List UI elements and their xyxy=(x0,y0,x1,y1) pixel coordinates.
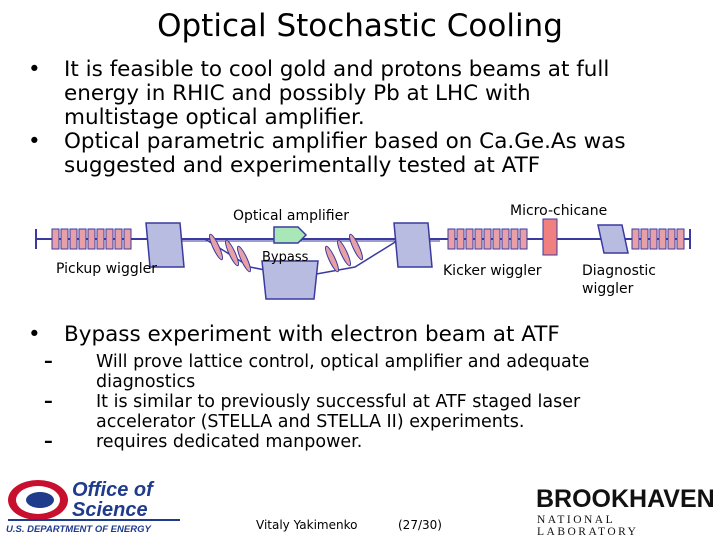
bypass-dipole-block xyxy=(261,260,319,300)
bypass-lens xyxy=(236,245,252,273)
bypass-lens xyxy=(208,233,224,261)
sub-bullet-line: It is similar to previously successful a… xyxy=(96,392,581,412)
bnl-logo-line1: BROOKHAVEN xyxy=(536,485,715,513)
dash-marker: – xyxy=(44,392,53,412)
kicker-wiggler-pole xyxy=(474,228,483,250)
diagnostic-wiggler-pole xyxy=(631,228,640,250)
pickup-wiggler-pole xyxy=(69,228,78,250)
dash-marker: – xyxy=(44,432,53,452)
sub-bullet-line: Will prove lattice control, optical ampl… xyxy=(96,352,590,372)
sub-bullet-list: – Will prove lattice control, optical am… xyxy=(44,352,684,452)
kicker-wiggler-pole xyxy=(447,228,456,250)
bullet-line: It is feasible to cool gold and protons … xyxy=(64,57,610,82)
sub-bullet-line: requires dedicated manpower. xyxy=(96,432,363,452)
micro-chicane-label: Micro-chicane xyxy=(510,203,608,219)
pickup-wiggler-pole xyxy=(78,228,87,250)
doe-logo-core xyxy=(26,492,54,508)
micro-chicane-magnet xyxy=(542,218,558,256)
optical-amplifier-block xyxy=(273,226,308,244)
footer-page-number: (27/30) xyxy=(398,518,442,532)
pickup-dipole-block xyxy=(145,222,185,268)
bottom-bullet: • Bypass experiment with electron beam a… xyxy=(28,322,708,348)
pickup-wiggler-pole xyxy=(114,228,123,250)
pickup-wiggler-pole xyxy=(87,228,96,250)
slide-title: Optical Stochastic Cooling xyxy=(157,8,563,44)
kicker-wiggler-label: Kicker wiggler xyxy=(443,263,542,279)
top-bullet-list: • It is feasible to cool gold and proton… xyxy=(28,58,708,178)
kicker-wiggler-pole xyxy=(483,228,492,250)
pickup-wiggler-pole xyxy=(123,228,132,250)
bullet-marker: • xyxy=(28,129,41,154)
kicker-wiggler-pole xyxy=(465,228,474,250)
kicker-wiggler-pole xyxy=(501,228,510,250)
kicker-dipole-block xyxy=(393,222,433,268)
doe-logo-text: Office of Science xyxy=(72,480,153,520)
bullet-line: Optical parametric amplifier based on Ca… xyxy=(64,129,626,154)
sub-bullet-line: accelerator (STELLA and STELLA II) exper… xyxy=(96,412,525,432)
doe-logo-line2: Science xyxy=(72,499,148,521)
diagnostic-dipole-block xyxy=(597,224,629,254)
bullet-line: Bypass experiment with electron beam at … xyxy=(64,322,560,347)
diagnostic-wiggler-pole xyxy=(676,228,685,250)
bullet-marker: • xyxy=(28,57,41,82)
kicker-wiggler-pole xyxy=(456,228,465,250)
bullet-marker: • xyxy=(28,322,41,347)
diagnostic-wiggler-label-line2: wiggler xyxy=(582,281,634,297)
beamline-diagram: Optical amplifier Micro-chicane Pickup w… xyxy=(0,195,720,323)
diagnostic-wiggler-pole xyxy=(649,228,658,250)
kicker-wiggler-pole xyxy=(492,228,501,250)
bypass-lens xyxy=(224,239,240,267)
bypass-lens xyxy=(336,239,352,267)
bullet-item: • Optical parametric amplifier based on … xyxy=(28,130,708,178)
pickup-wiggler-pole xyxy=(60,228,69,250)
doe-logo-subtitle: U.S. DEPARTMENT OF ENERGY xyxy=(6,524,151,535)
sub-bullet-item: – Will prove lattice control, optical am… xyxy=(44,352,684,392)
kicker-wiggler-pole xyxy=(519,228,528,250)
bnl-logo-line2: NATIONAL LABORATORY xyxy=(537,514,639,538)
wiggler-magnets xyxy=(51,228,685,273)
footer-author: Vitaly Yakimenko xyxy=(256,518,358,532)
sub-bullet-item: – It is similar to previously successful… xyxy=(44,392,684,432)
doe-office-of-science-logo xyxy=(8,480,180,521)
pickup-wiggler-pole xyxy=(51,228,60,250)
dash-marker: – xyxy=(44,352,53,372)
bypass-label: Bypass xyxy=(262,250,309,265)
bypass-lens xyxy=(324,245,340,273)
pickup-wiggler-label: Pickup wiggler xyxy=(56,261,157,277)
bullet-line: multistage optical amplifier. xyxy=(64,105,365,130)
sub-bullet-item: – requires dedicated manpower. xyxy=(44,432,684,452)
beamline-drawing xyxy=(35,218,691,300)
bypass-lens xyxy=(348,233,364,261)
bullet-line: energy in RHIC and possibly Pb at LHC wi… xyxy=(64,81,531,106)
bullet-line: suggested and experimentally tested at A… xyxy=(64,153,541,178)
diagnostic-wiggler-pole xyxy=(667,228,676,250)
pickup-wiggler-pole xyxy=(96,228,105,250)
diagnostic-wiggler-label-line1: Diagnostic xyxy=(582,263,656,279)
kicker-wiggler-pole xyxy=(510,228,519,250)
diagnostic-wiggler-pole xyxy=(640,228,649,250)
diagnostic-wiggler-pole xyxy=(658,228,667,250)
sub-bullet-line: diagnostics xyxy=(96,372,196,392)
optical-amplifier-label: Optical amplifier xyxy=(233,208,349,224)
pickup-wiggler-pole xyxy=(105,228,114,250)
bullet-item: • It is feasible to cool gold and proton… xyxy=(28,58,708,130)
doe-logo-line1: Office of xyxy=(72,479,153,501)
